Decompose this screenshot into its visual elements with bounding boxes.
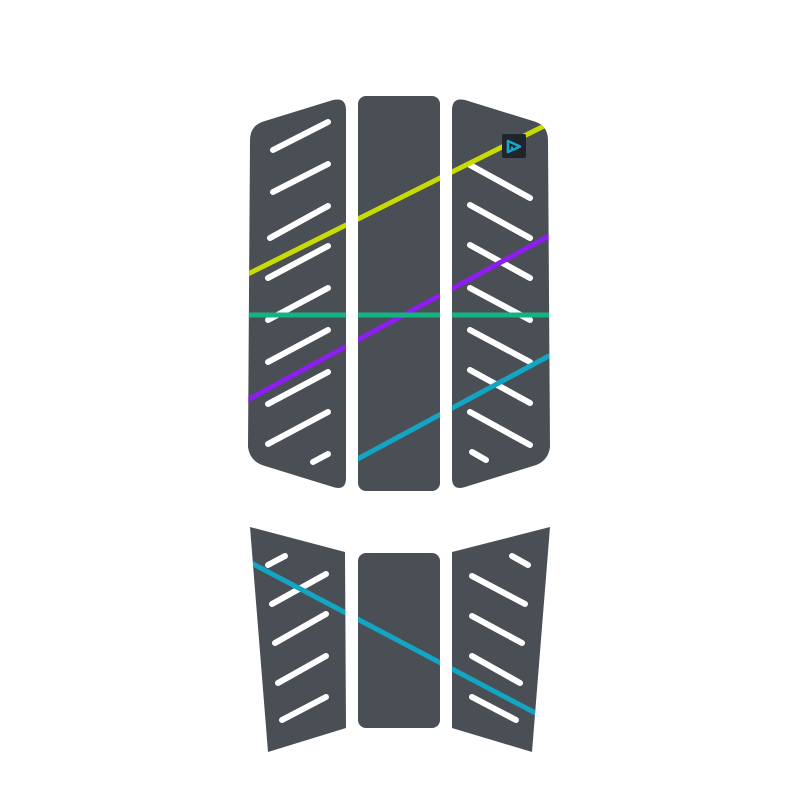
- front-pad-group: [248, 96, 550, 491]
- cyan-stripe-rear: [250, 554, 550, 729]
- front-right-pad: [452, 99, 550, 488]
- rear-pad-group: [250, 527, 550, 752]
- rear-right-grooves: [469, 553, 531, 723]
- front-left-pad: [248, 99, 346, 488]
- front-center-pad: [358, 96, 440, 491]
- rear-right-pad: [452, 527, 550, 752]
- rear-stripes: [250, 554, 550, 729]
- cyan-stripe-front: [350, 347, 550, 465]
- duotone-d-logo-icon: [502, 134, 526, 158]
- rear-left-pad: [250, 527, 346, 752]
